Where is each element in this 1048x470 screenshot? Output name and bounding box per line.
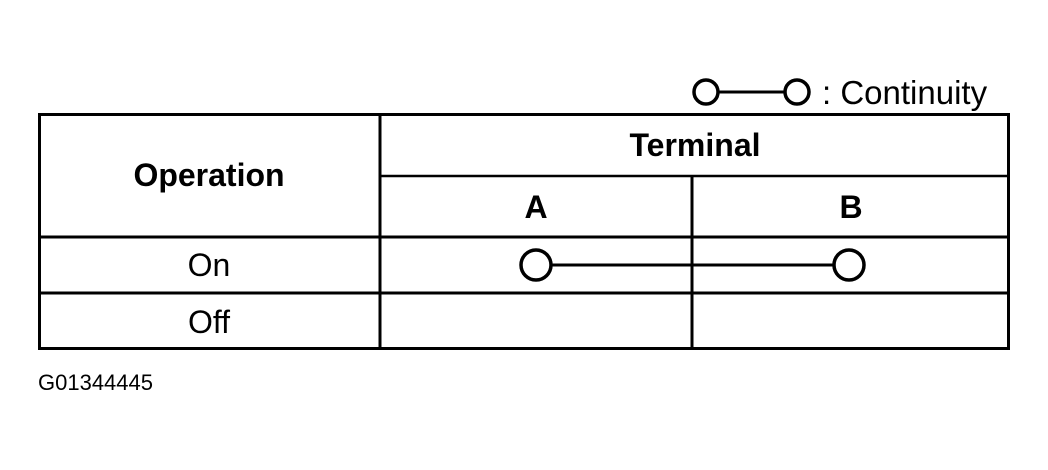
- table-grid: [38, 113, 1010, 350]
- terminal-header: Terminal: [629, 126, 761, 163]
- operation-on-label: On: [187, 247, 231, 283]
- continuity-symbol-icon: [692, 78, 811, 106]
- terminal-a-header: A: [524, 188, 548, 225]
- continuity-legend: : Continuity: [690, 72, 987, 112]
- operation-header: Operation: [133, 157, 285, 193]
- legend-label: : Continuity: [822, 73, 988, 111]
- figure-code: G01344445: [38, 370, 153, 395]
- continuity-terminal-B-row-0: [832, 248, 866, 282]
- continuity-terminal-A-row-0: [519, 248, 553, 282]
- terminal-b-header: B: [839, 188, 863, 225]
- operation-off-label: Off: [187, 303, 231, 340]
- continuity-table: Operation Terminal A B On Off: [38, 113, 1010, 350]
